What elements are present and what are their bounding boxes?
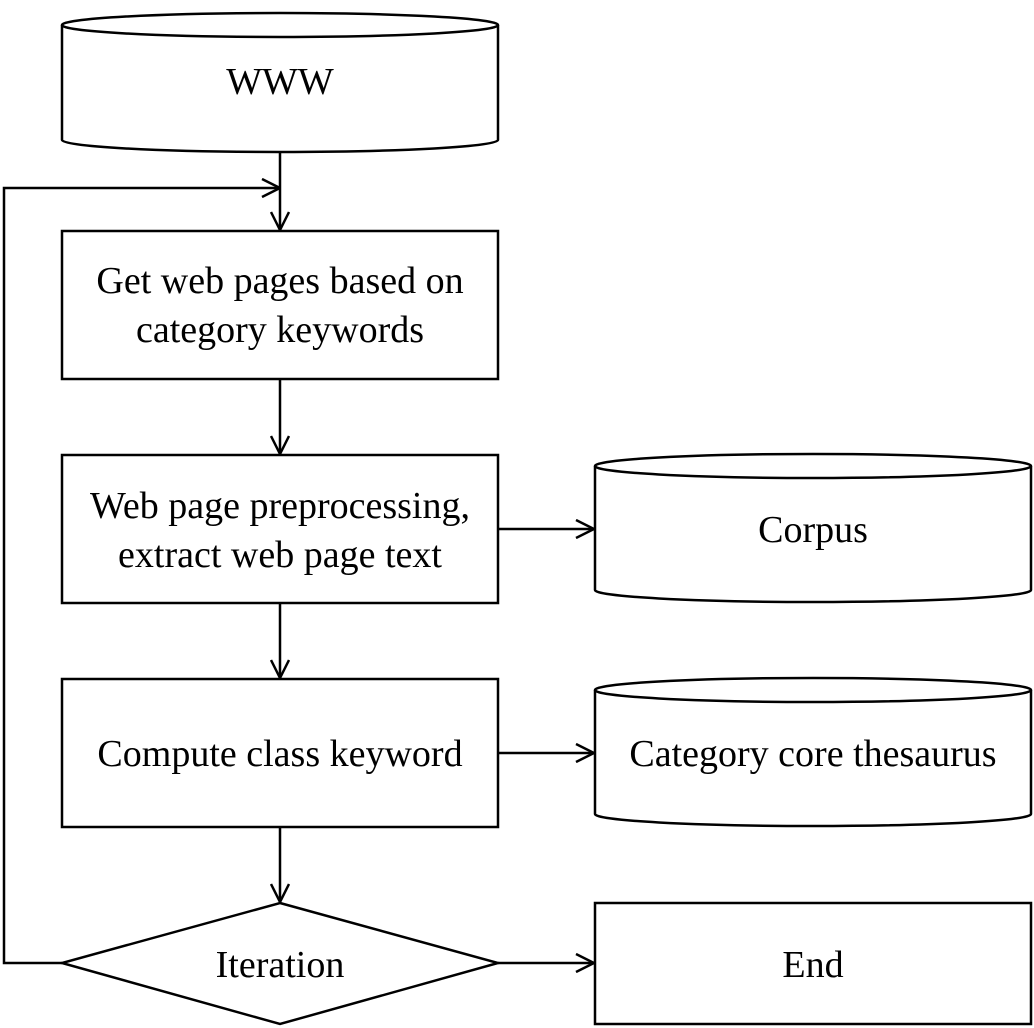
www-database-node: WWW	[60, 11, 500, 154]
corpus-database-node: Corpus	[593, 452, 1033, 604]
end-label: End	[782, 944, 843, 986]
corpus-label: Corpus	[758, 509, 868, 551]
end-node: End	[593, 901, 1033, 1026]
get-web-pages-label-line1: Get web pages based on	[96, 260, 463, 302]
iteration-diamond	[57, 901, 503, 1026]
preprocessing-label-line1: Web page preprocessing,	[90, 485, 470, 527]
compute-keyword-label: Compute class keyword	[97, 733, 462, 775]
preprocessing-node: Web page preprocessing, extract web page…	[60, 453, 500, 605]
iteration-label: Iteration	[216, 944, 345, 986]
get-web-pages-box	[60, 229, 500, 381]
thesaurus-database-node: Category core thesaurus	[593, 676, 1033, 828]
get-web-pages-node: Get web pages based on category keywords	[60, 229, 500, 381]
iteration-feedback-loop	[2, 188, 280, 965]
get-web-pages-label-line2: category keywords	[136, 309, 424, 351]
preprocessing-label-line2: extract web page text	[118, 534, 442, 576]
www-label: WWW	[226, 61, 334, 103]
corpus-cylinder-top	[593, 452, 1033, 480]
www-cylinder-top	[60, 11, 500, 39]
thesaurus-label: Category core thesaurus	[629, 733, 996, 775]
compute-keyword-node: Compute class keyword	[60, 677, 500, 829]
corpus-cylinder-body	[593, 466, 1033, 604]
end-box	[593, 901, 1033, 1026]
thesaurus-cylinder-top	[593, 676, 1033, 704]
thesaurus-cylinder-body	[593, 690, 1033, 828]
preprocessing-box	[60, 453, 500, 605]
iteration-decision-node: Iteration	[57, 901, 503, 1026]
